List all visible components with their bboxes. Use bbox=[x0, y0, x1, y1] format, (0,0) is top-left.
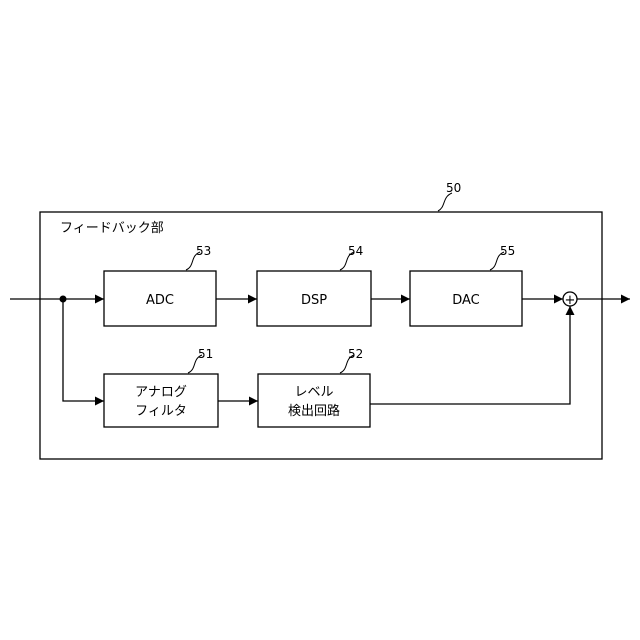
branch-to-filter-arrow bbox=[63, 299, 104, 401]
dac-label: DAC bbox=[452, 293, 480, 308]
ref-label-51: 51 bbox=[198, 347, 213, 361]
ref-label-52: 52 bbox=[348, 347, 363, 361]
level-detector-label-line1: レベル bbox=[294, 385, 333, 400]
leader-line-50 bbox=[438, 193, 452, 211]
analog-filter-label-line2: フィルタ bbox=[135, 404, 187, 419]
level-detector-label-line2: 検出回路 bbox=[288, 403, 340, 419]
summing-junction-symbol: + bbox=[565, 293, 576, 308]
ref-label-50: 50 bbox=[446, 181, 461, 195]
ref-label-53: 53 bbox=[196, 244, 211, 258]
ref-label-55: 55 bbox=[500, 244, 515, 258]
level-detector-block bbox=[258, 374, 370, 427]
ref-label-54: 54 bbox=[348, 244, 363, 258]
analog-filter-block bbox=[104, 374, 218, 427]
feedback-section-title: フィードバック部 bbox=[60, 221, 164, 236]
adc-label: ADC bbox=[146, 293, 174, 308]
analog-filter-label-line1: アナログ bbox=[135, 385, 187, 400]
dsp-label: DSP bbox=[301, 293, 327, 308]
